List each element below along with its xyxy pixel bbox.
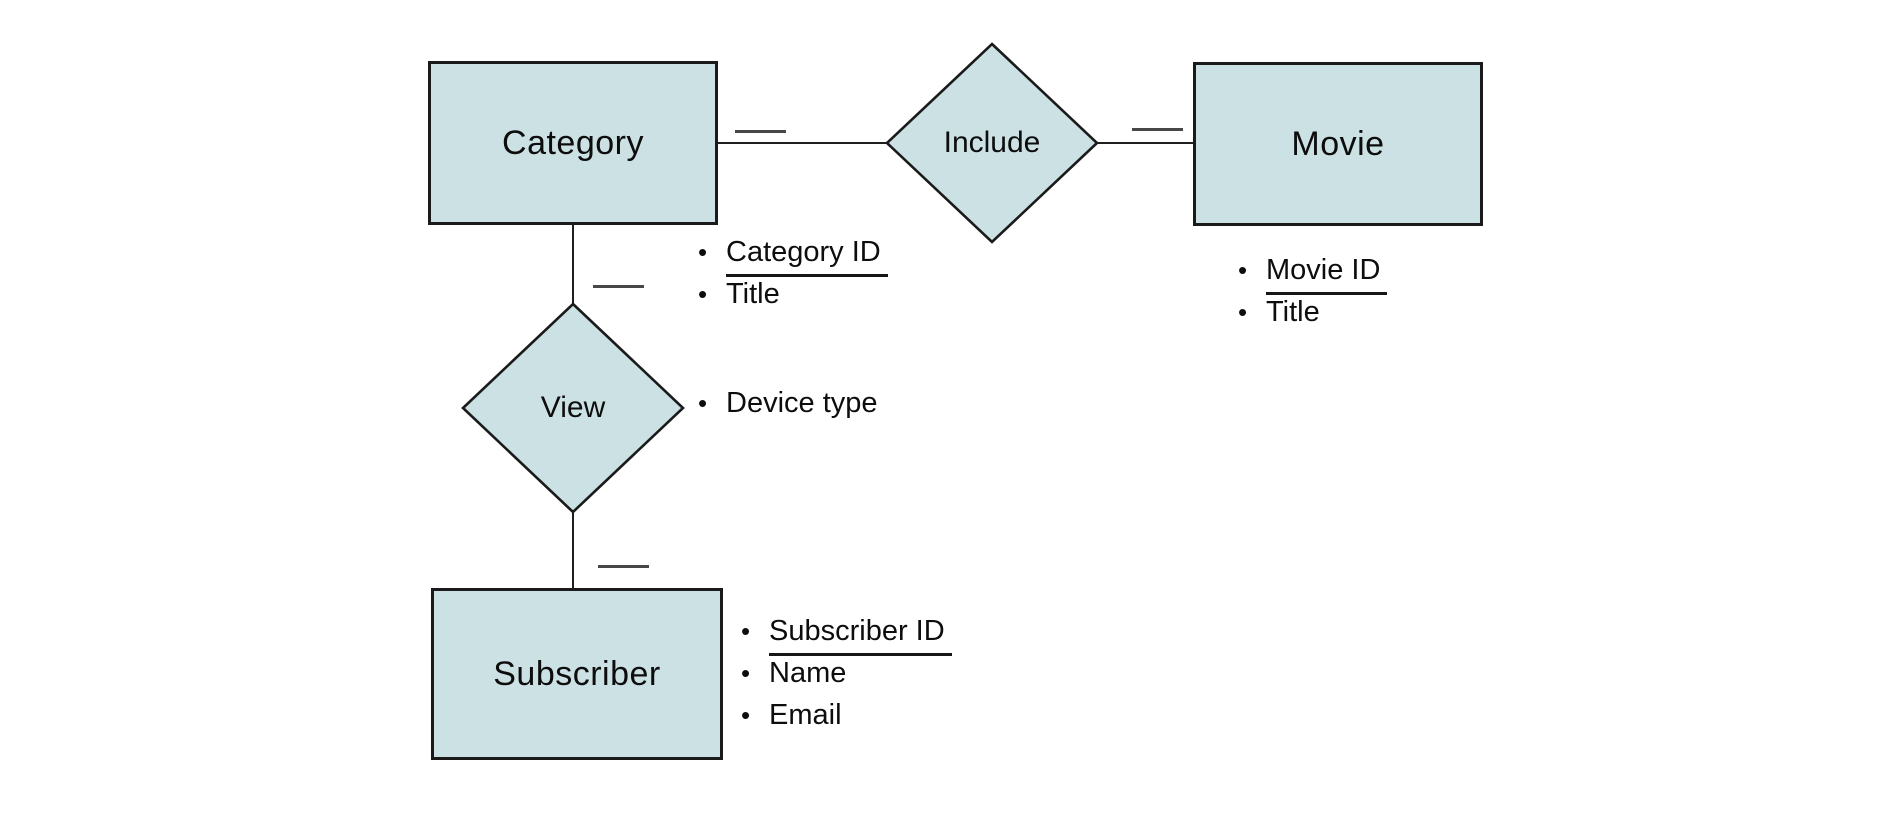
attribute-subscriber-id: Subscriber ID bbox=[769, 610, 952, 656]
attribute-movie-id: Movie ID bbox=[1266, 249, 1388, 295]
attribute-category-title: Title bbox=[726, 278, 780, 310]
diamond-shape-icon bbox=[885, 42, 1099, 244]
bullet-icon: • bbox=[698, 237, 708, 267]
attribute-row: • Email bbox=[741, 694, 952, 736]
entity-subscriber: Subscriber bbox=[431, 588, 723, 760]
attribute-device-type: Device type bbox=[726, 387, 878, 419]
entity-movie-label: Movie bbox=[1291, 124, 1385, 163]
bullet-icon: • bbox=[698, 279, 708, 309]
relationship-include-label: Include bbox=[943, 126, 1041, 159]
entity-category-label: Category bbox=[502, 123, 644, 162]
bullet-icon: • bbox=[741, 700, 751, 730]
movie-attributes: • Movie ID • Title bbox=[1238, 249, 1388, 333]
entity-subscriber-label: Subscriber bbox=[493, 654, 661, 693]
relationship-view: View bbox=[461, 302, 685, 514]
attribute-row: • Subscriber ID bbox=[741, 610, 952, 656]
entity-category: Category bbox=[428, 61, 718, 225]
cardinality-one-tick-category-view bbox=[593, 285, 644, 288]
bullet-icon: • bbox=[741, 616, 751, 646]
attribute-subscriber-name: Name bbox=[769, 657, 847, 689]
connector-include-movie bbox=[1098, 142, 1194, 144]
cardinality-one-tick-category-include bbox=[735, 130, 786, 133]
attribute-row: • Name bbox=[741, 652, 952, 694]
bullet-icon: • bbox=[741, 658, 751, 688]
diamond-shape-icon bbox=[461, 302, 685, 514]
entity-movie: Movie bbox=[1193, 62, 1483, 226]
attribute-row: • Device type bbox=[698, 382, 878, 424]
attribute-row: • Title bbox=[1238, 291, 1387, 333]
attribute-row: • Title bbox=[698, 273, 888, 315]
relationship-include: Include bbox=[885, 42, 1099, 244]
cardinality-one-tick-include-movie bbox=[1132, 128, 1183, 131]
attribute-row: • Category ID bbox=[698, 231, 888, 277]
bullet-icon: • bbox=[698, 388, 708, 418]
subscriber-attributes: • Subscriber ID • Name • Email bbox=[741, 610, 952, 736]
bullet-icon: • bbox=[1238, 255, 1248, 285]
attribute-category-id: Category ID bbox=[726, 231, 888, 277]
view-attributes: • Device type bbox=[698, 382, 878, 424]
bullet-icon: • bbox=[1238, 297, 1248, 327]
connector-category-include bbox=[716, 142, 886, 144]
category-attributes: • Category ID • Title bbox=[698, 231, 888, 315]
attribute-movie-title: Title bbox=[1266, 296, 1320, 328]
relationship-view-label: View bbox=[540, 391, 606, 424]
attribute-row: • Movie ID bbox=[1238, 249, 1388, 295]
connector-view-subscriber bbox=[572, 513, 574, 589]
cardinality-one-tick-view-subscriber bbox=[598, 565, 649, 568]
attribute-subscriber-email: Email bbox=[769, 699, 842, 731]
connector-category-view bbox=[572, 224, 574, 304]
